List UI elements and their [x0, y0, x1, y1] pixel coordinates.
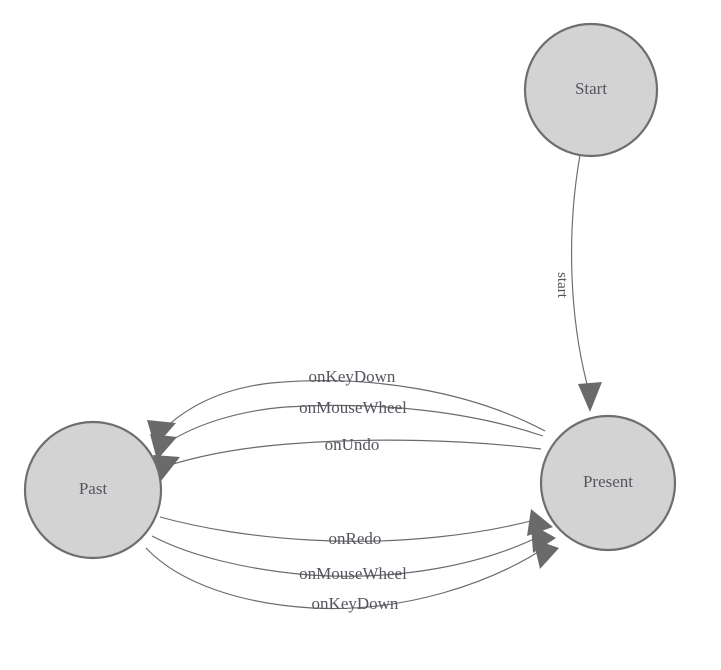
- edge-path-onkeydown-up: [164, 380, 546, 432]
- edge-label-onmousewheel-down: onMouseWheel: [299, 564, 407, 583]
- node-present-circle: [539, 414, 677, 552]
- arrowhead-into-past-2: [150, 434, 177, 460]
- arrowhead-into-present-3: [533, 539, 559, 569]
- arrowhead-into-present-top: [578, 382, 602, 412]
- edge-path-onredo: [159, 516, 543, 542]
- edge-path-onundo: [169, 439, 542, 466]
- node-past-label: Past: [79, 479, 108, 498]
- node-start[interactable]: Start: [523, 22, 659, 158]
- node-start-circle: [523, 22, 659, 158]
- node-past[interactable]: Past: [23, 420, 163, 560]
- edge-path-onkeydown-down: [145, 544, 550, 610]
- edge-label-start: start: [554, 272, 570, 299]
- node-start-label: Start: [575, 79, 607, 98]
- edge-label-onmousewheel-up: onMouseWheel: [299, 398, 407, 417]
- edge-label-onredo: onRedo: [329, 529, 382, 548]
- node-present-label: Present: [583, 472, 633, 491]
- edge-label-onkeydown-up: onKeyDown: [309, 367, 396, 386]
- node-past-circle: [23, 420, 163, 560]
- edge-present-to-past-onundo[interactable]: onUndo: [153, 435, 542, 481]
- edge-path-onmousewheel-down: [151, 533, 545, 577]
- edge-path-onmousewheel-up: [166, 404, 544, 444]
- edge-label-onkeydown-down: onKeyDown: [312, 594, 399, 613]
- edge-past-to-present-onmousewheel[interactable]: onMouseWheel: [151, 524, 556, 583]
- edge-present-to-past-onmousewheel[interactable]: onMouseWheel: [150, 398, 544, 460]
- edge-label-onundo: onUndo: [325, 435, 380, 454]
- edge-past-to-present-onkeydown[interactable]: onKeyDown: [145, 539, 559, 613]
- edge-path-start: [571, 154, 589, 389]
- edge-start-to-present[interactable]: start: [554, 154, 602, 412]
- node-present[interactable]: Present: [539, 414, 677, 552]
- edge-past-to-present-onredo[interactable]: onRedo: [159, 509, 553, 548]
